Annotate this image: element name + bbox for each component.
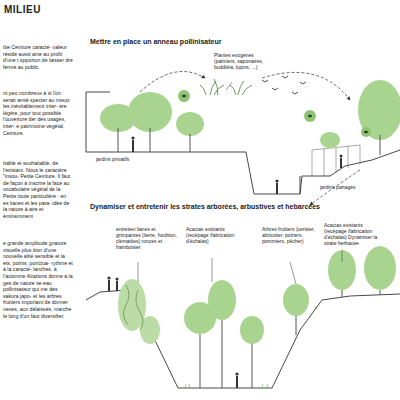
section-heading: Mettre en place un anneau pollinisateur xyxy=(90,38,221,47)
plant-label: Acacias existants (recépage /fabrication… xyxy=(186,226,242,244)
body-text: tite Ceinture caracté- valeur réside aus… xyxy=(3,44,73,70)
plant-label: entretien lianes et grimpantes (lierre, … xyxy=(116,226,178,250)
zone-label: jardins privatifs xyxy=(96,156,146,162)
body-text: nt peu nombreux à si l'on serait tenté s… xyxy=(3,90,73,136)
zone-label: jardins partagés xyxy=(320,184,380,190)
body-text: ttable et souhaitable, de l'existant. No… xyxy=(3,160,73,219)
section-heading: Dynamiser et entretenir les strates arbo… xyxy=(90,203,320,212)
plant-label: Acacias existants (recépage /fabrication… xyxy=(324,222,386,246)
body-text: e grande amplitude gnature visuelle plus… xyxy=(3,240,73,319)
plant-label: Arbres fruitiers (cerisier, abricotier, … xyxy=(262,226,318,244)
plant-label: Plantes exogènes (palmiers, saponaires, … xyxy=(214,52,274,70)
page-title: MILIEU xyxy=(4,4,41,17)
